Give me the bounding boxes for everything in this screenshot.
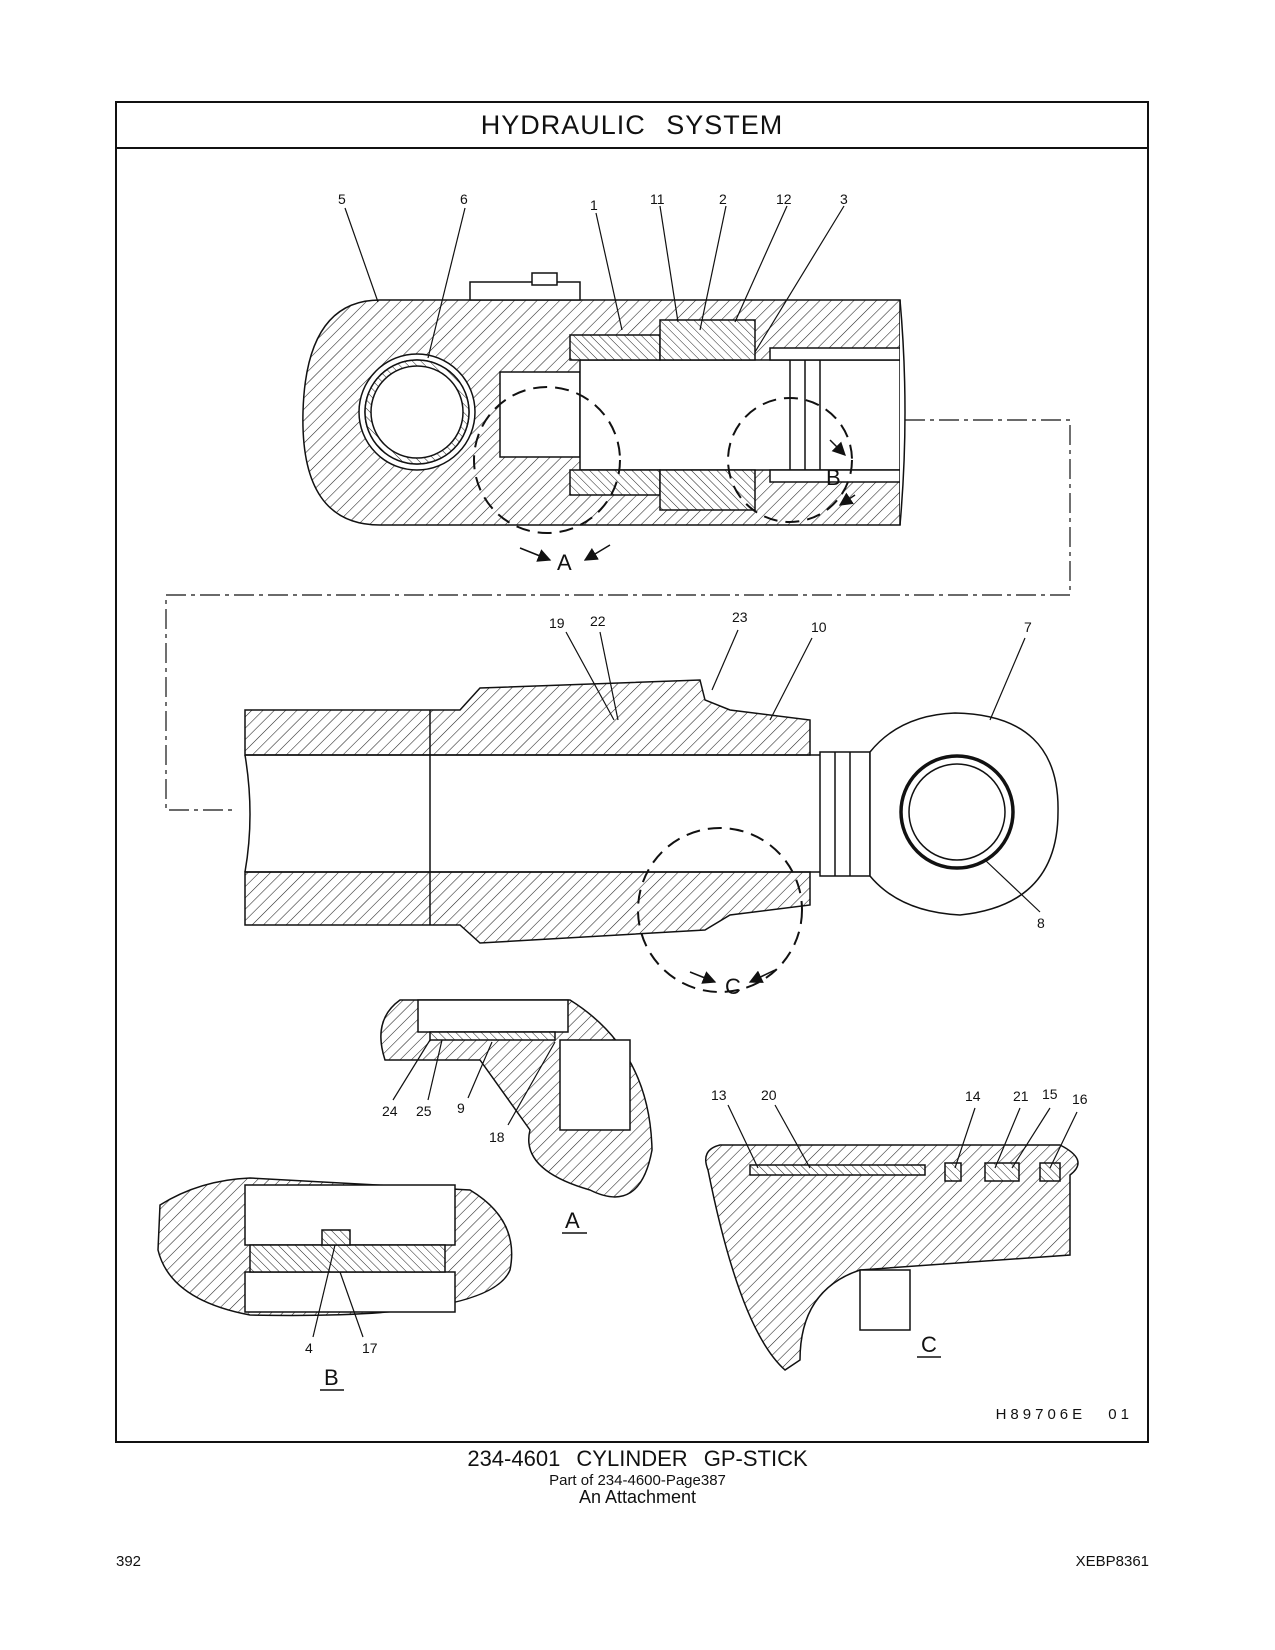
section-header: HYDRAULIC SYSTEM bbox=[117, 103, 1147, 149]
callout-2: 2 bbox=[719, 191, 727, 207]
detail-c-label: C bbox=[921, 1332, 937, 1357]
leader-lines-detail-a bbox=[392, 1039, 556, 1126]
callout-20: 20 bbox=[761, 1087, 777, 1103]
detail-a-label: A bbox=[565, 1208, 580, 1233]
part-caption-note: An Attachment bbox=[578, 1487, 697, 1507]
callout-6: 6 bbox=[460, 191, 468, 207]
view-b-marker: B bbox=[826, 465, 841, 490]
leader-lines-detail-b bbox=[312, 1244, 364, 1338]
callout-13: 13 bbox=[711, 1087, 727, 1103]
view-letters: A B C A B C bbox=[320, 465, 941, 1391]
callout-23: 23 bbox=[732, 609, 748, 625]
callout-15: 15 bbox=[1042, 1086, 1058, 1102]
part-caption-subtitle: Part of 234-4600-Page387 bbox=[549, 1472, 726, 1489]
callout-17: 17 bbox=[362, 1340, 378, 1356]
detail-c bbox=[705, 1144, 1079, 1371]
leader-lines-top bbox=[344, 205, 845, 359]
callout-21: 21 bbox=[1013, 1088, 1029, 1104]
view-c-marker: C bbox=[725, 974, 741, 999]
callout-11: 11 bbox=[650, 191, 665, 207]
callout-14: 14 bbox=[965, 1088, 981, 1104]
callout-16: 16 bbox=[1072, 1091, 1088, 1107]
callout-18: 18 bbox=[489, 1129, 505, 1145]
drawing-id: H89706E 01 bbox=[995, 1406, 1133, 1423]
diagram-frame: HYDRAULIC SYSTEM H89706E 01 bbox=[115, 101, 1149, 1443]
detail-b-label: B bbox=[324, 1365, 339, 1390]
callout-10: 10 bbox=[811, 619, 827, 635]
callout-8: 8 bbox=[1037, 915, 1045, 931]
callout-24: 24 bbox=[382, 1103, 398, 1119]
part-caption-title: 234-4601 CYLINDER GP-STICK bbox=[467, 1446, 808, 1471]
page-number: 392 bbox=[116, 1553, 142, 1570]
callout-4: 4 bbox=[305, 1340, 313, 1356]
detail-a bbox=[380, 999, 653, 1198]
leader-lines-detail-c bbox=[727, 1104, 1078, 1169]
view-a-marker: A bbox=[557, 550, 572, 575]
cylinder-head-end-view bbox=[165, 272, 1071, 811]
callout-25: 25 bbox=[416, 1103, 432, 1119]
cylinder-rod-end-view bbox=[244, 679, 1059, 993]
leader-lines-middle bbox=[565, 629, 1041, 913]
callout-9: 9 bbox=[457, 1100, 465, 1116]
callout-1: 1 bbox=[590, 197, 598, 213]
callout-19: 19 bbox=[549, 615, 565, 631]
callout-numbers: 5 6 1 11 2 12 3 19 22 23 10 7 8 24 25 9 … bbox=[305, 191, 1088, 1356]
callout-12: 12 bbox=[776, 191, 792, 207]
callout-7: 7 bbox=[1024, 619, 1032, 635]
callout-22: 22 bbox=[590, 613, 606, 629]
callout-5: 5 bbox=[338, 191, 346, 207]
section-title: HYDRAULIC SYSTEM bbox=[480, 109, 784, 140]
callout-3: 3 bbox=[840, 191, 848, 207]
document-code: XEBP8361 bbox=[1075, 1553, 1149, 1570]
